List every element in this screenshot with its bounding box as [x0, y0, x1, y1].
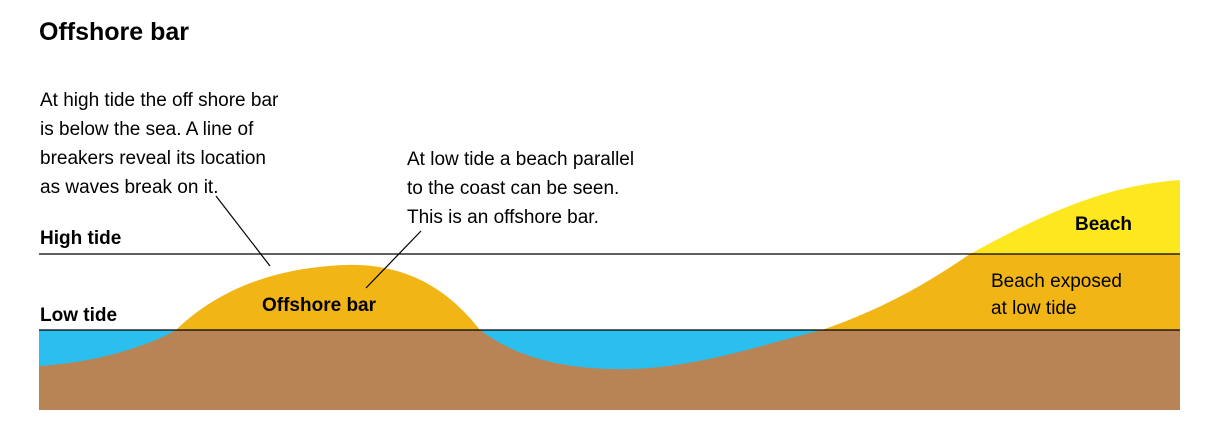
diagram-title: Offshore bar [39, 18, 190, 46]
beach-label: Beach [1075, 214, 1133, 235]
beach-above-high-tide [970, 180, 1180, 254]
high-tide-note-leader [215, 195, 271, 267]
offshore-bar-label: Offshore bar [262, 295, 377, 316]
high-tide-annotation: At high tide the off shore bar is below … [40, 90, 279, 198]
low-tide-annotation: At low tide a beach parallel to the coas… [407, 149, 635, 228]
high-tide-label: High tide [40, 228, 122, 249]
seabed [39, 330, 1180, 410]
low-tide-note-leader [365, 230, 422, 289]
beach-exposed-label: Beach exposed at low tide [991, 271, 1122, 319]
offshore-bar-shape [176, 264, 480, 330]
beach-intertidal-zone [822, 254, 1180, 330]
low-tide-label: Low tide [40, 305, 118, 326]
